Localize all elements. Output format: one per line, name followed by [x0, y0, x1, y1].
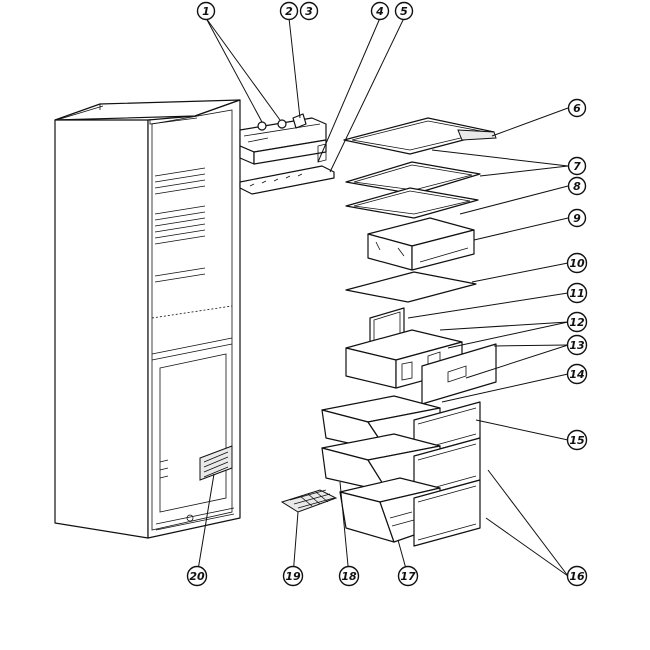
- fridge-inner-cavity: [151, 109, 233, 531]
- shelf-6-part: [343, 117, 497, 155]
- crisper-front-13-part: [421, 343, 497, 405]
- cover-10-part: [345, 271, 477, 303]
- callout-10-label: 10: [569, 257, 585, 270]
- callout-15: 15: [566, 429, 588, 451]
- housing-screw-2: [277, 119, 287, 129]
- callout-6-label: 6: [573, 102, 581, 115]
- callout-3-label: 3: [305, 5, 313, 18]
- callout-19-label: 19: [285, 570, 301, 583]
- callout-4: 4: [370, 1, 390, 21]
- fridge-front-frame: [147, 99, 241, 539]
- callout-6: 6: [567, 98, 587, 118]
- fridge-shelf-rails: [154, 167, 206, 283]
- callout-20-label: 20: [189, 570, 205, 583]
- shelf-8-part: [345, 187, 479, 219]
- callout-14: 14: [566, 363, 588, 385]
- callout-2-label: 2: [285, 5, 293, 18]
- light-cover-part: [239, 165, 335, 195]
- callout-18-label: 18: [341, 570, 357, 583]
- callout-5-label: 5: [400, 5, 408, 18]
- callout-11-label: 11: [569, 287, 584, 300]
- fan-grille-part: [199, 445, 233, 481]
- control-housing-part: [239, 113, 327, 165]
- callout-16: 16: [566, 565, 588, 587]
- drawer-bottom-part: [339, 477, 481, 547]
- callout-1-label: 1: [202, 5, 210, 18]
- callout-18: 18: [338, 565, 360, 587]
- shelf-7-part: [345, 161, 481, 195]
- callout-20: 20: [186, 565, 208, 587]
- fridge-inner-shelf-line: [151, 305, 233, 319]
- leader-lines: [196, 17, 569, 577]
- callout-9: 9: [567, 208, 587, 228]
- callout-19: 19: [282, 565, 304, 587]
- fridge-top-edge-detail: [59, 104, 198, 125]
- callout-8-label: 8: [573, 180, 581, 193]
- callout-9-label: 9: [573, 212, 581, 225]
- callout-15-label: 15: [569, 434, 585, 447]
- callout-14-label: 14: [569, 368, 584, 381]
- bin-9-part: [367, 217, 475, 271]
- callout-11: 11: [566, 282, 588, 304]
- fridge-cabinet: [54, 99, 241, 539]
- fridge-compartment-divider: [151, 337, 233, 361]
- callout-5: 5: [394, 1, 414, 21]
- callout-1: 1: [196, 1, 216, 21]
- callout-2: 2: [279, 1, 299, 21]
- callout-10: 10: [566, 252, 588, 274]
- fridge-base-vents: [155, 507, 235, 531]
- callout-13: 13: [566, 334, 588, 356]
- fridge-lower-dots: [159, 459, 169, 479]
- freezer-inner-wall: [159, 353, 227, 513]
- housing-screw-1: [257, 121, 267, 131]
- callout-4-label: 4: [375, 5, 384, 18]
- callout-12: 12: [566, 311, 588, 333]
- callout-16-label: 16: [569, 570, 585, 583]
- ice-tray-part: [280, 489, 338, 513]
- fridge-left-side: [54, 119, 149, 539]
- callout-12-label: 12: [569, 316, 585, 329]
- callout-7-label: 7: [573, 160, 581, 173]
- callout-17: 17: [397, 565, 419, 587]
- callout-13-label: 13: [569, 339, 585, 352]
- callout-8: 8: [567, 176, 587, 196]
- housing-side-tab: [317, 143, 327, 163]
- callout-7: 7: [567, 156, 587, 176]
- callout-17-label: 17: [400, 570, 416, 583]
- callout-3: 3: [299, 1, 319, 21]
